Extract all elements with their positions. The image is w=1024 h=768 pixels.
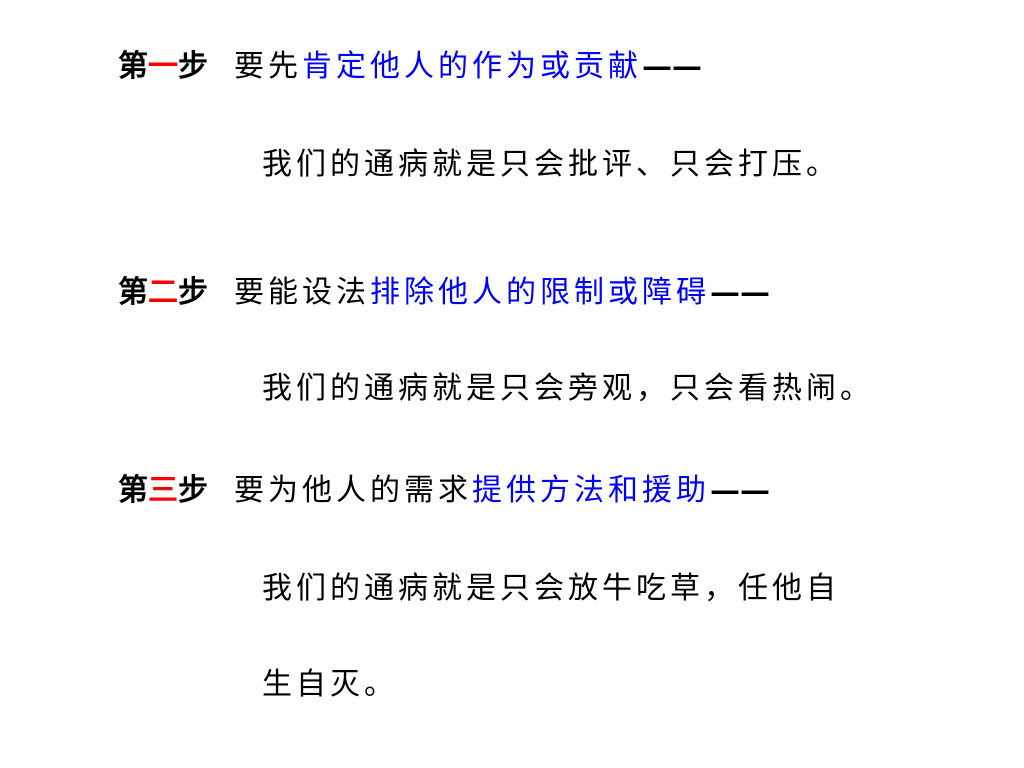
step-3-lead: 要为他人的需求 <box>234 473 472 508</box>
step-2-heading: 第二步要能设法排除他人的限制或障碍—— <box>118 274 770 312</box>
step-1-highlight: 肯定他人的作为或贡献 <box>302 49 642 84</box>
step-2-note-line-1: 我们的通病就是只会旁观，只会看热闹。 <box>262 371 874 406</box>
step-2-dash: —— <box>710 275 770 310</box>
step-1-note-line-1: 我们的通病就是只会批评、只会打压。 <box>262 147 840 182</box>
step-3-note-line-2: 生自灭。 <box>262 667 398 702</box>
step-3-dash: —— <box>710 473 770 508</box>
step-2-lead: 要能设法 <box>234 275 370 310</box>
step-1-number: 一 <box>148 49 178 84</box>
step-2-highlight: 排除他人的限制或障碍 <box>370 275 710 310</box>
step-1-label: 第一步 <box>118 49 208 84</box>
step-2-label: 第二步 <box>118 275 208 310</box>
step-1-heading: 第一步要先肯定他人的作为或贡献—— <box>118 48 702 86</box>
step-3-label: 第三步 <box>118 473 208 508</box>
step-1-dash: —— <box>642 49 702 84</box>
step-3-number: 三 <box>148 473 178 508</box>
step-3-highlight: 提供方法和援助 <box>472 473 710 508</box>
step-3-note-line-1: 我们的通病就是只会放牛吃草，任他自 <box>262 571 840 606</box>
step-1-lead: 要先 <box>234 49 302 84</box>
step-2-number: 二 <box>148 275 178 310</box>
step-3-heading: 第三步要为他人的需求提供方法和援助—— <box>118 472 770 510</box>
